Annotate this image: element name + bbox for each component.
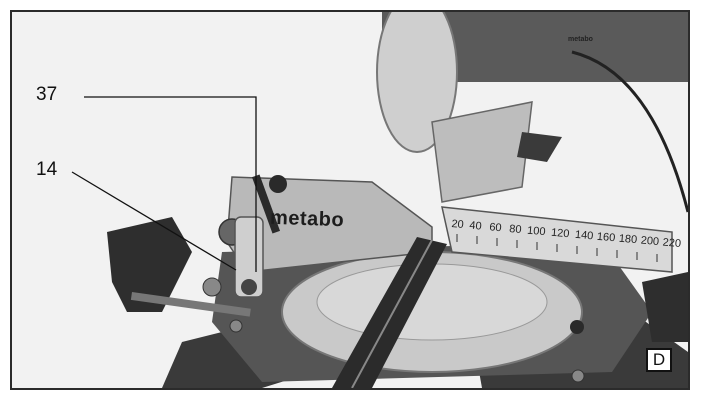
scale-label: 120 [550,226,570,241]
scale-ticks [456,234,658,262]
panel-label: D [646,348,672,372]
fence-right-scale [441,206,673,273]
motor-brand-logo: metabo [568,36,593,43]
scale-label: 200 [640,234,660,249]
scale-label: 20 [450,218,465,232]
callout-37: 37 [36,84,58,105]
scale-label: 80 [508,223,522,237]
figure-frame: 37 14 metabo metabo 20 40 60 80 100 120 … [10,10,690,390]
saw-arm [431,101,533,203]
mitre-saw-illustration [12,12,688,388]
blade-guard [376,12,458,153]
left-extension [107,217,192,312]
scale-label: 140 [574,228,594,243]
power-cable [571,50,688,213]
scale-label: 60 [488,221,503,235]
leader-line-37 [84,96,257,272]
fence-brand-logo: metabo [269,206,345,232]
scale-label: 100 [526,224,547,239]
handle-lock [517,132,562,162]
scale-label: 180 [618,232,638,247]
leader-line-14 [71,171,237,271]
scale-label: 160 [596,230,616,245]
locking-lever-37 [251,174,281,234]
guide-rail [332,237,447,388]
callout-14: 14 [36,159,58,180]
right-extension [642,272,688,342]
scale-label: 40 [468,219,483,233]
scale-label: 220 [662,236,682,251]
